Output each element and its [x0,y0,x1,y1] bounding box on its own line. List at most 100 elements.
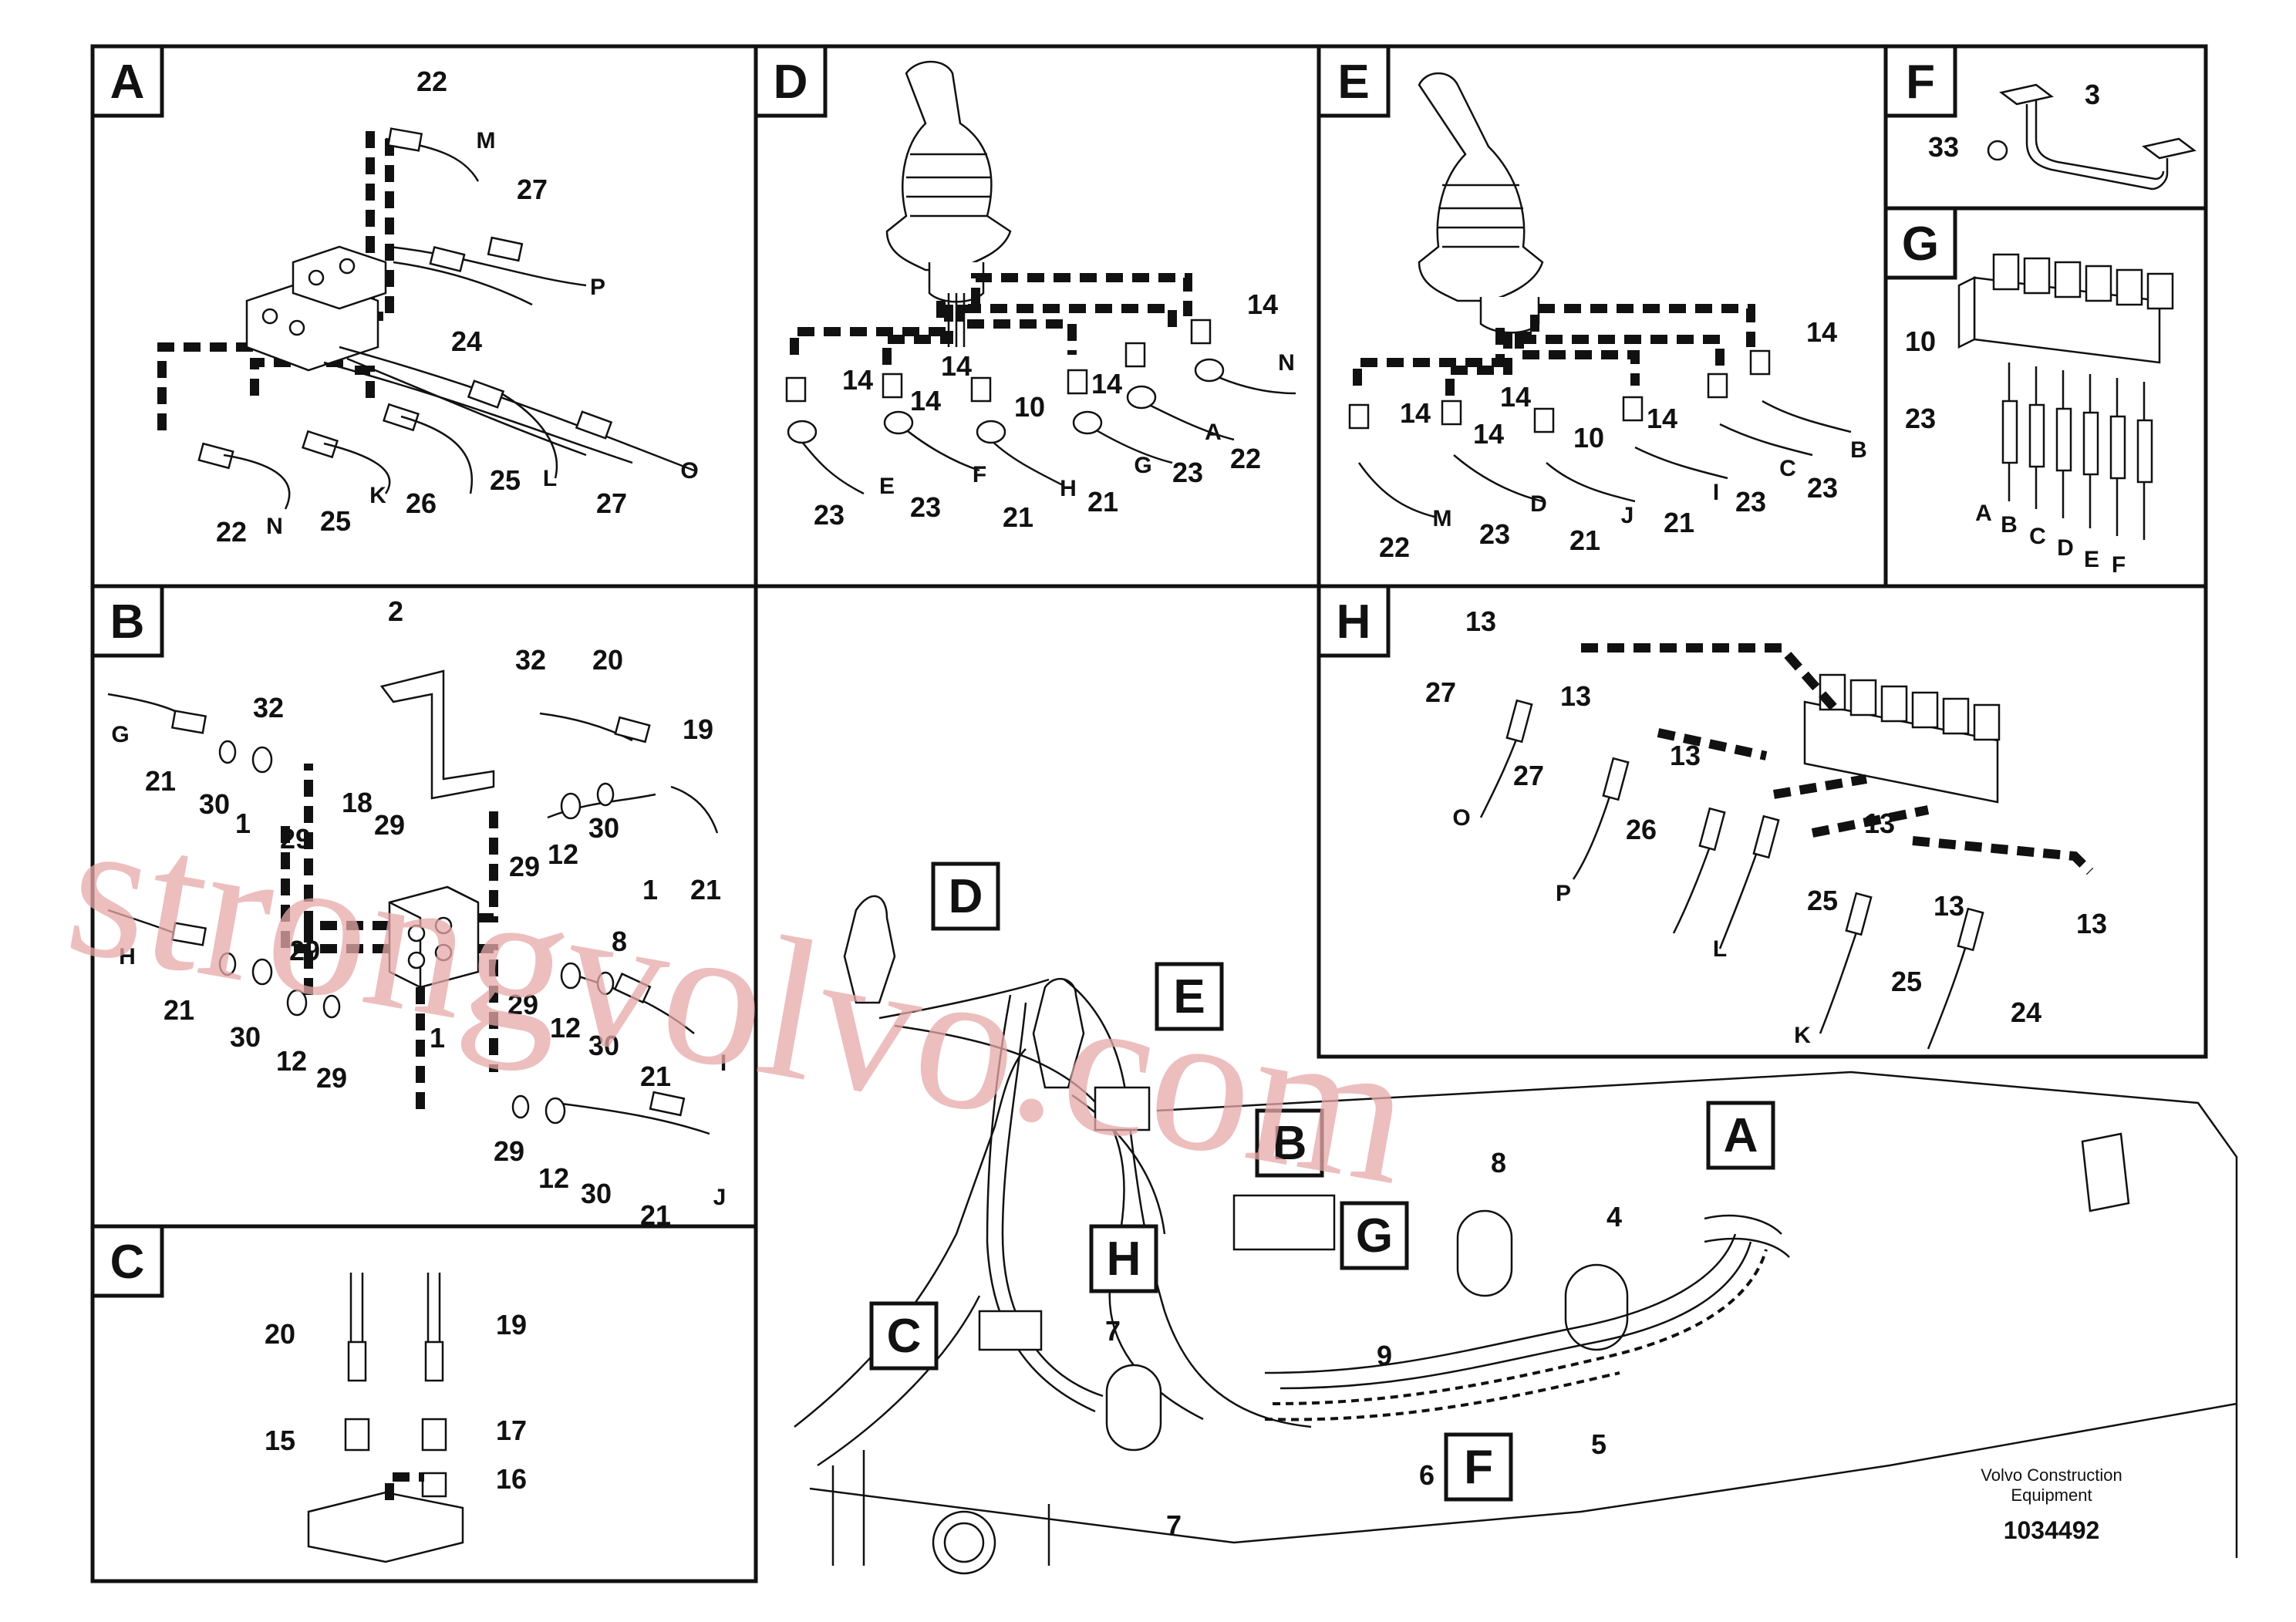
callout-label: 22 [1379,531,1410,563]
callout-label: 21 [145,765,176,797]
callout-label: N [266,514,283,539]
callout-label: 13 [1560,680,1591,712]
callout-label: 21 [640,1199,671,1231]
panel-tag-box [1883,206,1957,280]
panel-h-valve-caps [1819,673,2001,741]
callout-label: 32 [253,692,284,723]
overview-tag-letter: F [1464,1441,1493,1494]
overview-tag-c: C [869,1301,939,1371]
callout-label: 12 [550,1012,581,1044]
footer: Volvo Construction Equipment 1034492 [1981,1465,2122,1544]
callout-label: F [2112,552,2126,578]
callout-label: 21 [1569,524,1600,556]
overview-tag-box [1444,1432,1513,1502]
panel-h: H [1317,584,2208,1059]
overview-tag-box [1255,1108,1324,1178]
callout-label: 32 [515,644,546,676]
panel-b-artwork [107,669,719,1135]
callout-label: K [369,483,386,508]
panel-h-artwork [1479,643,2094,1050]
callout-label: 29 [280,823,311,855]
callout-label: 13 [1465,605,1496,637]
panel-tag-box [90,584,164,658]
overview-tag-h: H [1089,1224,1158,1293]
panel-tag-letter: C [110,1236,145,1289]
callout-label: 14 [1091,368,1122,400]
callout-label: 21 [1003,501,1033,533]
callout-label: 30 [588,812,619,844]
callout-label: 29 [316,1062,347,1094]
callout-label: 22 [416,66,447,97]
callout-label: 3 [2085,79,2100,110]
callout-label: E [879,474,895,499]
callout-label: 7 [1166,1509,1182,1541]
callout-label: L [1713,936,1727,962]
callout-label: P [1556,881,1571,906]
panel-tag-letter: H [1337,595,1371,649]
callout-label: 13 [1934,890,1964,922]
callout-label: 5 [1591,1428,1607,1460]
callout-label: 1 [235,808,251,839]
callout-label: 27 [596,487,627,519]
panel-e-artwork [1348,72,1852,518]
callout-label: A [1975,501,1992,526]
overview-tag-box [869,1301,939,1371]
overview-tag-letter: A [1724,1109,1758,1162]
panel-d-artwork [785,60,1296,495]
callout-label: 20 [265,1318,295,1350]
callout-label: 21 [640,1061,671,1092]
callout-label: 29 [507,989,538,1020]
callout-label: 33 [1928,131,1959,163]
panel-tag-letter: G [1902,218,1939,271]
callout-label: 9 [1377,1340,1392,1371]
panel-tag-box [90,44,164,118]
callout-label: 10 [1905,325,1936,357]
callout-label: 29 [494,1135,524,1167]
overview-tag-g: G [1340,1201,1409,1270]
panel-g: G [1883,206,2208,588]
callout-label: J [713,1185,727,1210]
callout-label: 21 [1664,507,1694,538]
callout-label: 6 [1419,1459,1435,1491]
callout-label: 25 [490,464,521,496]
panel-tag-letter: A [110,56,145,109]
callout-label: C [1779,456,1796,481]
callout-label: 22 [216,516,247,548]
illustration-artwork [107,60,2238,1575]
callout-label: P [590,275,605,300]
callout-label: O [1452,805,1470,831]
callout-label: 23 [1905,403,1936,434]
callout-label: 22 [1230,443,1261,474]
callout-label: 4 [1607,1201,1622,1233]
callout-label: D [2057,535,2074,561]
panel-tag-letter: E [1337,56,1369,109]
panel-tag-letter: D [774,56,808,109]
overview-tag-letter: C [887,1310,922,1363]
callout-label: B [1850,437,1867,463]
panel-f: F [1883,44,2208,211]
overview-tag-b: B [1255,1108,1324,1178]
overview-tag-box [1155,962,1224,1031]
callout-label: E [2084,547,2099,572]
callout-label: 30 [230,1021,261,1053]
panel-frame [1317,584,2208,1059]
footer-brand-line1: Volvo Construction [1981,1465,2122,1485]
callout-label: 19 [496,1309,527,1340]
callout-label: 23 [910,491,941,523]
callout-label: N [1278,350,1295,376]
callout-label: 1 [642,874,658,905]
callout-label: 18 [342,787,373,818]
callout-label: 21 [690,874,721,905]
panel-tag-box [1317,44,1391,118]
callout-label: 2 [388,595,403,627]
callout-label: 27 [1513,760,1544,791]
callout-label: 23 [814,499,845,531]
callout-label: 13 [2076,908,2107,939]
callout-label: M [1433,506,1452,531]
panel-d-fittings [785,319,1212,403]
callout-label: 13 [1864,808,1895,839]
callout-label: 21 [1087,486,1118,518]
